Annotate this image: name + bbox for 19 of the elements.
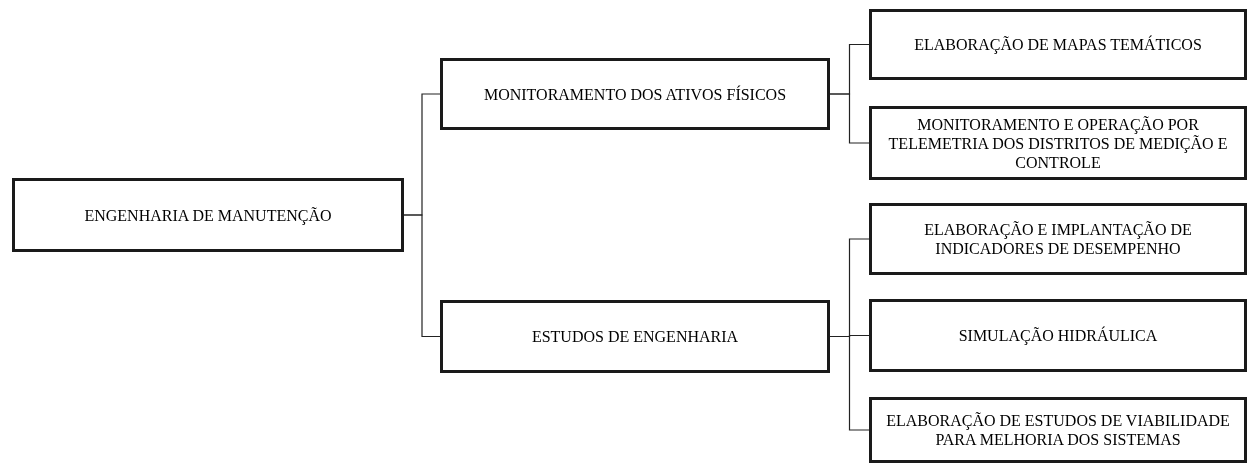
process-box <box>869 299 1247 372</box>
box-text: MONITORAMENTO E OPERAÇÃO POR TELEMETRIA DOS DISTRITOS DE MEDIÇÃO E CONTROLE <box>887 114 1229 172</box>
connector-line <box>403 214 441 338</box>
process-box <box>869 203 1247 275</box>
box-text: SIMULAÇÃO HIDRÁULICA <box>958 326 1158 345</box>
box-text: ELABORAÇÃO DE ESTUDOS DE VIABILIDADE PARA MELHORIA DOS SISTEMAS <box>885 411 1231 449</box>
box-text: MONITORAMENTO DOS ATIVOS FÍSICOS <box>483 84 787 104</box>
process-box <box>440 58 830 130</box>
process-box <box>869 9 1247 80</box>
box-text: ELABORAÇÃO DE MAPAS TEMÁTICOS <box>914 35 1202 54</box>
process-box <box>869 397 1247 463</box>
connector-line <box>829 93 870 144</box>
connector-line <box>829 335 870 431</box>
box-text: ESTUDOS DE ENGENHARIA <box>531 327 739 346</box>
process-box <box>12 178 404 252</box>
process-box <box>440 300 830 373</box>
box-text: ENGENHARIA DE MANUTENÇÃO <box>84 205 332 225</box>
process-box <box>869 106 1247 180</box>
box-text: ELABORAÇÃO E IMPLANTAÇÃO DE INDICADORES DE DESEMPENHO <box>923 220 1193 258</box>
